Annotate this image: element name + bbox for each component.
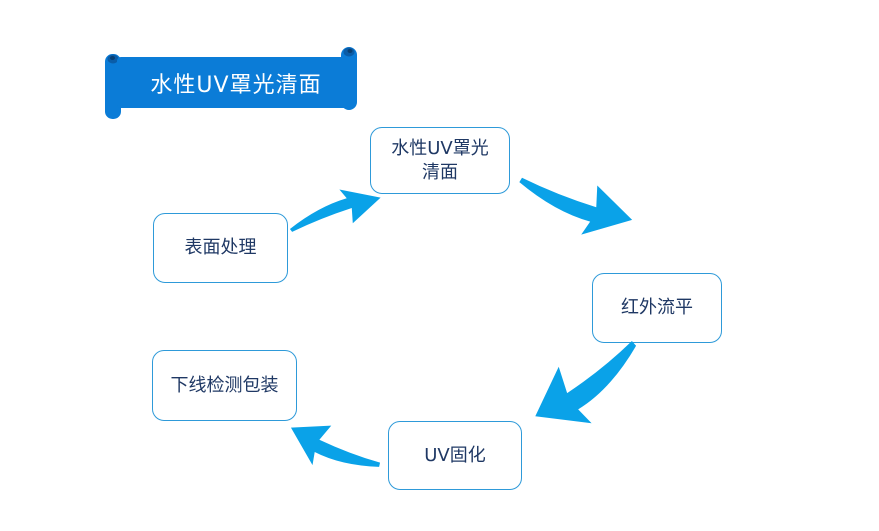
node-ir-leveling: 红外流平 xyxy=(592,273,722,343)
diagram-title: 水性UV罩光清面 xyxy=(150,72,322,98)
node-surface-treatment-label: 表面处理 xyxy=(184,237,257,258)
title-banner: 水性UV罩光清面 xyxy=(100,36,362,126)
arrow-surface-to-topcoat xyxy=(283,176,387,238)
node-offline-inspection-packaging: 下线检测包装 xyxy=(152,350,297,421)
arrow-ir-to-uv xyxy=(516,330,662,454)
arrow-uv-to-offline xyxy=(274,402,386,504)
node-offline-inspection-packaging-label: 下线检测包装 xyxy=(170,374,279,396)
node-surface-treatment: 表面处理 xyxy=(153,213,288,283)
scroll-ribbon-shape xyxy=(105,47,357,119)
node-topcoat: 水性UV罩光 清面 xyxy=(370,127,510,194)
node-topcoat-label: 水性UV罩光 清面 xyxy=(391,137,489,183)
node-ir-leveling-label: 红外流平 xyxy=(621,297,693,318)
node-uv-curing: UV固化 xyxy=(388,421,522,490)
node-uv-curing-label: UV固化 xyxy=(424,444,486,466)
arrow-topcoat-to-ir xyxy=(511,169,640,251)
